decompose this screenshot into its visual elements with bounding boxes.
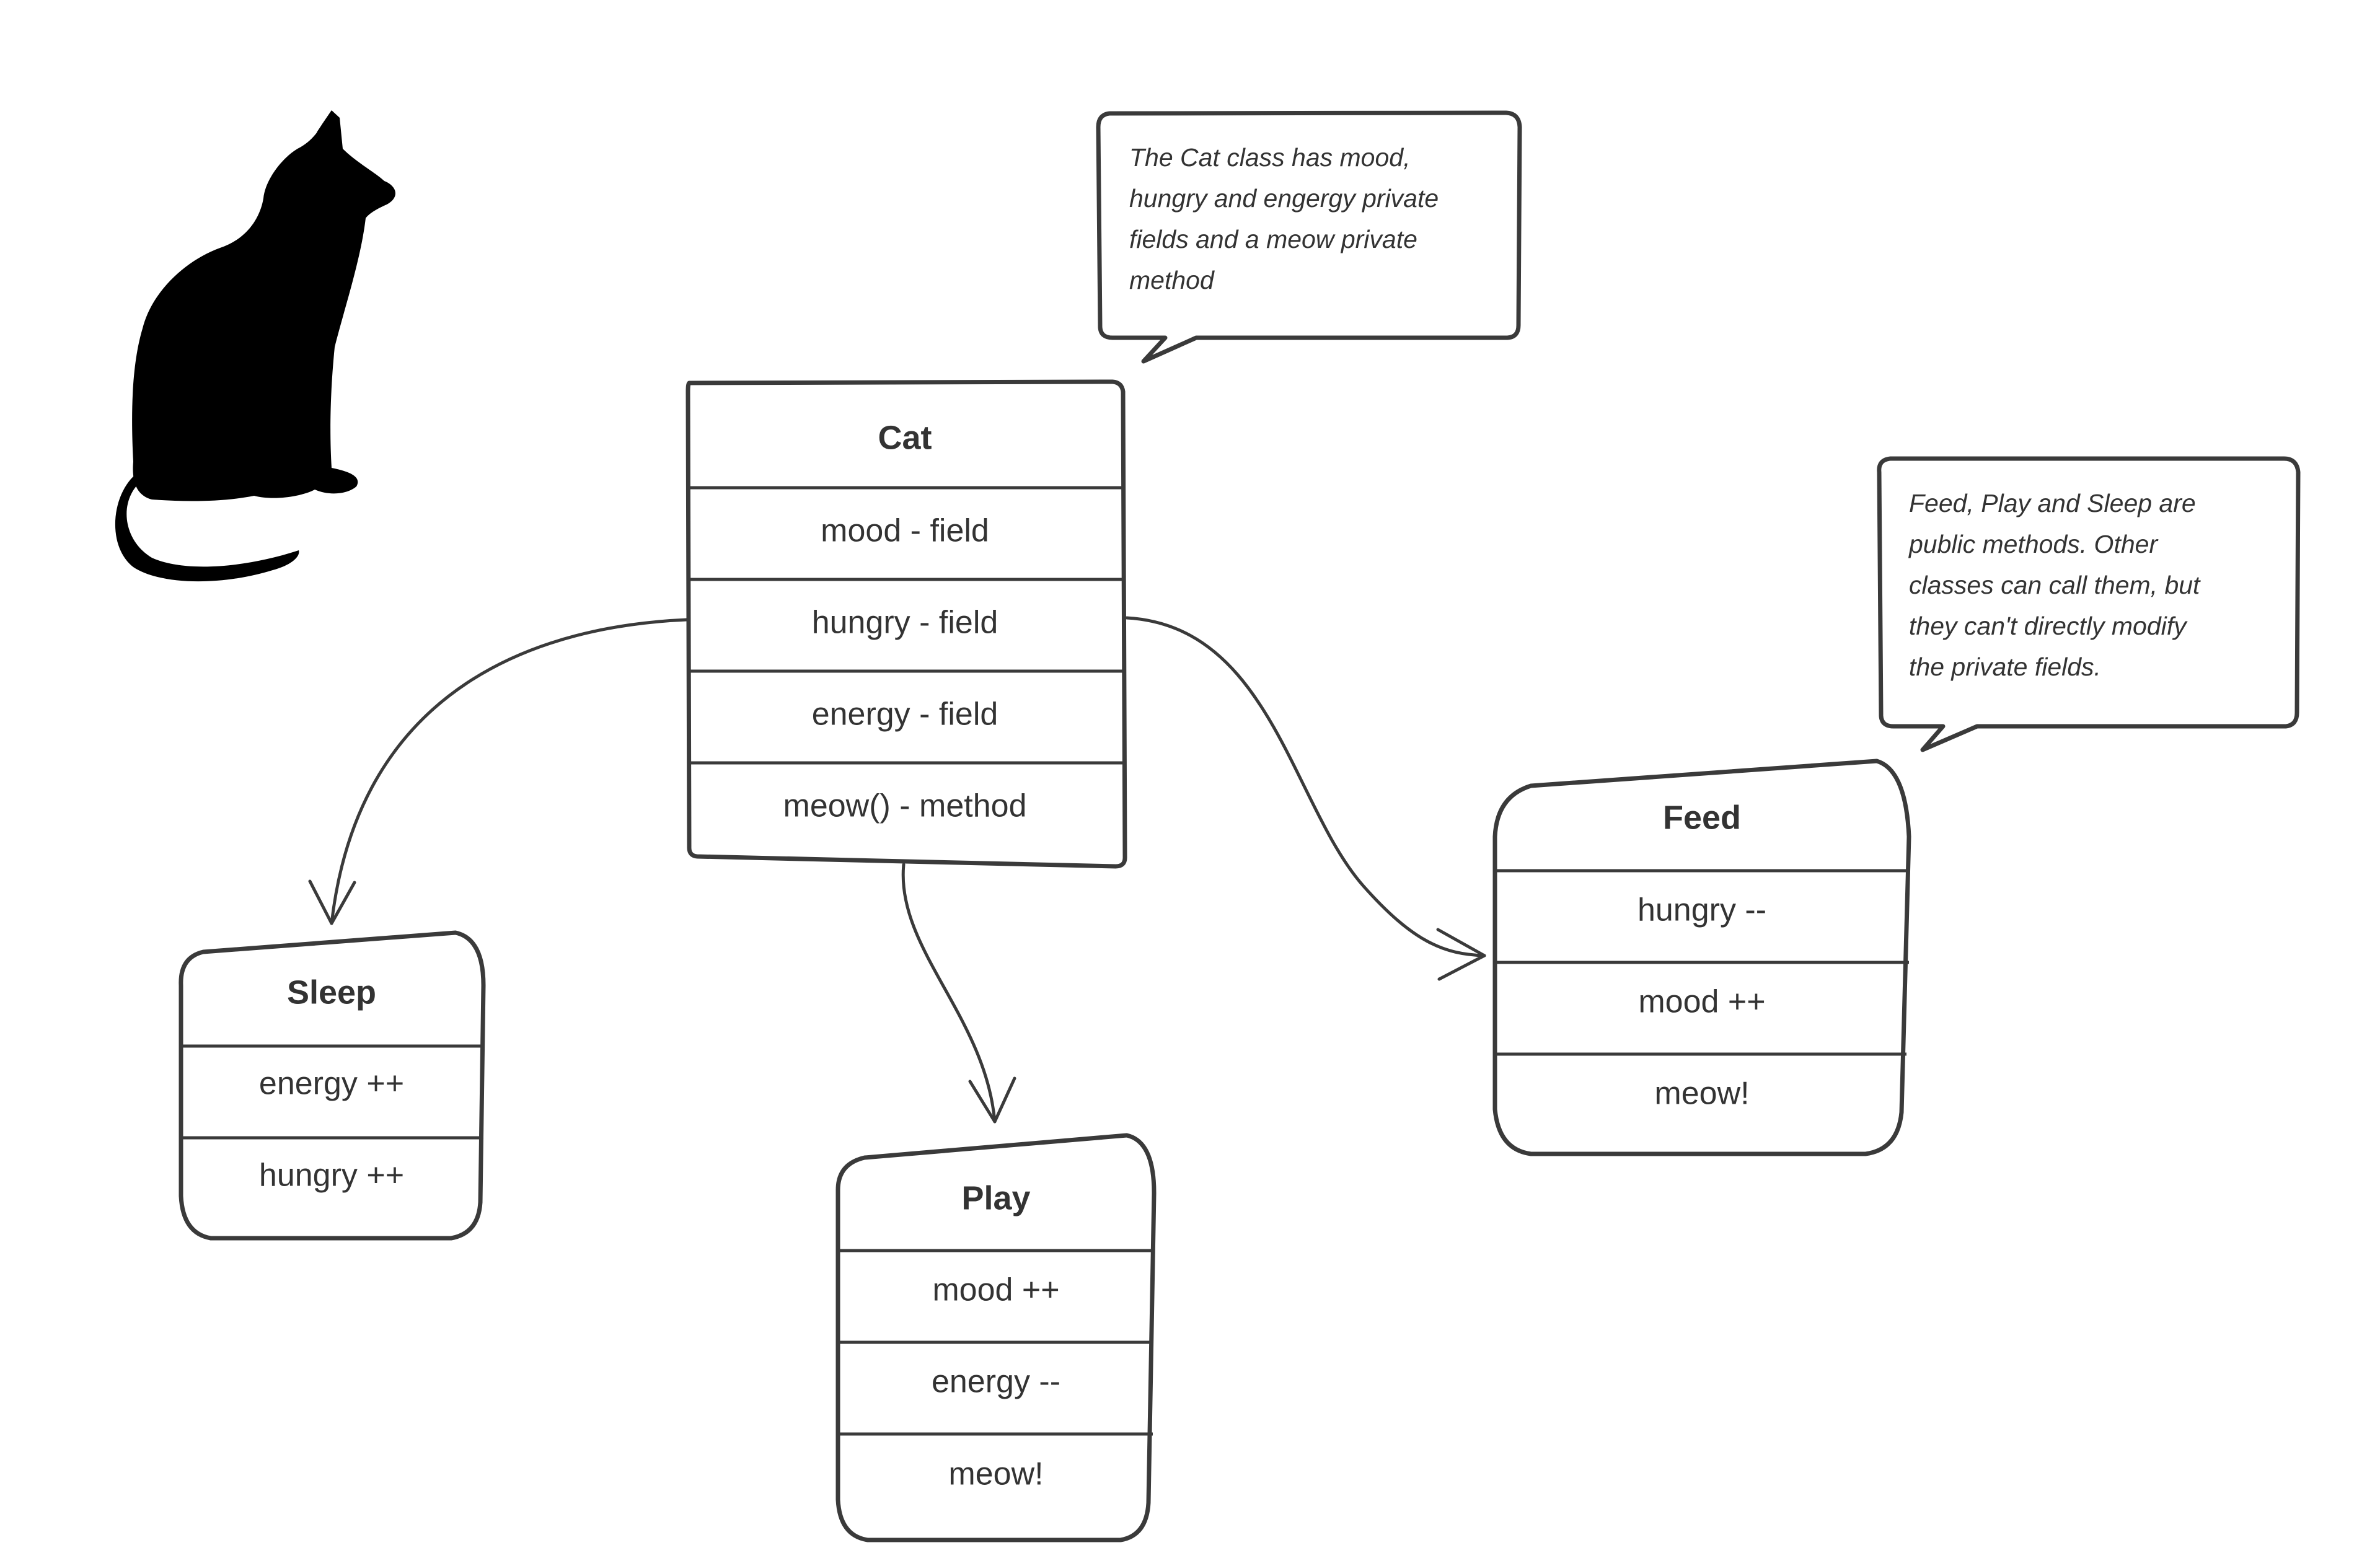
cat-note-line-3: fields and a meow private — [1129, 225, 1417, 253]
cat-note-line-1: The Cat class has mood, — [1129, 143, 1410, 172]
play-row-energy: energy -- — [932, 1364, 1060, 1400]
methods-note-line-3: classes can call them, but — [1909, 571, 2201, 599]
arrow-cat-to-sleep — [330, 618, 689, 925]
arrowhead-feed — [1436, 928, 1486, 981]
sleep-row-energy: energy ++ — [259, 1066, 404, 1102]
methods-note: Feed, Play and Sleep are public methods.… — [1877, 456, 2301, 752]
methods-note-line-2: public methods. Other — [1908, 530, 2159, 558]
play-method-title: Play — [961, 1179, 1030, 1216]
arrow-cat-to-play — [901, 863, 997, 1124]
cat-note-line-4: method — [1129, 266, 1215, 294]
cat-class-title: Cat — [878, 419, 932, 456]
feed-method-title: Feed — [1663, 799, 1741, 836]
arrow-cat-to-feed — [1125, 616, 1486, 957]
cat-class-note: The Cat class has mood, hungry and enger… — [1096, 110, 1522, 364]
cat-silhouette-icon — [115, 110, 395, 582]
play-method-box: Play mood ++ energy -- meow! — [835, 1133, 1157, 1542]
sleep-method-box: Sleep energy ++ hungry ++ — [178, 930, 486, 1241]
sleep-method-title: Sleep — [287, 974, 376, 1011]
cat-class-box: Cat mood - field hungry - field energy -… — [685, 379, 1127, 869]
cat-class-method-meow: meow() - method — [783, 788, 1027, 824]
play-row-meow: meow! — [948, 1456, 1043, 1492]
cat-class-field-mood: mood - field — [821, 513, 989, 549]
connectors — [308, 616, 1486, 1124]
cat-note-line-2: hungry and engergy private — [1129, 184, 1439, 213]
feed-row-hungry: hungry -- — [1637, 892, 1766, 928]
arrowhead-play — [968, 1076, 1016, 1124]
play-row-mood: mood ++ — [932, 1272, 1059, 1308]
feed-method-box: Feed hungry -- mood ++ meow! — [1492, 759, 1911, 1156]
arrowhead-sleep — [308, 879, 356, 925]
sleep-row-hungry: hungry ++ — [259, 1158, 404, 1194]
methods-note-line-4: they can't directly modify — [1909, 612, 2188, 640]
feed-row-mood: mood ++ — [1638, 984, 1765, 1020]
methods-note-line-5: the private fields. — [1909, 653, 2101, 681]
cat-class-field-energy: energy - field — [812, 697, 998, 733]
feed-row-meow: meow! — [1654, 1076, 1749, 1112]
methods-note-line-1: Feed, Play and Sleep are — [1909, 489, 2196, 517]
cat-class-field-hungry: hungry - field — [812, 605, 998, 641]
